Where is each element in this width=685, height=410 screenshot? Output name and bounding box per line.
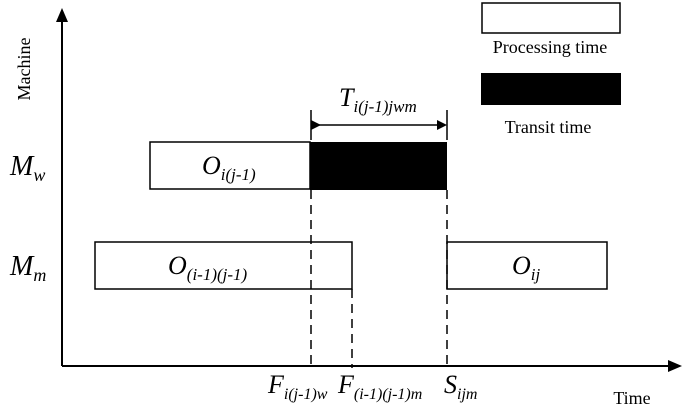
y-axis-label: Machine [14, 38, 34, 101]
x-axis-label: Time [613, 388, 650, 408]
legend-processing-swatch [481, 2, 621, 34]
operation-label-o-im1-jm1: O(i-1)(j-1) [168, 251, 248, 284]
transit-label: Ti(j-1)jwm [339, 83, 417, 116]
operation-label-o-ij: Oij [512, 251, 541, 284]
transit-block [310, 142, 447, 190]
time-mark-f-w: Fi(j-1)w [267, 370, 328, 403]
time-mark-s: Sijm [444, 370, 477, 403]
y-axis-arrow-icon [56, 8, 68, 22]
operation-block-o-im1-jm1 [94, 241, 353, 290]
operation-block-o-i-jm1 [149, 141, 311, 190]
legend-transit-label: Transit time [505, 117, 592, 137]
legend-processing-label: Processing time [493, 37, 608, 57]
operation-label-o-i-jm1: Oi(j-1) [202, 151, 256, 184]
legend-transit-swatch [481, 73, 621, 105]
machine-label-m: Mm [9, 251, 46, 285]
time-mark-f-m: F(i-1)(j-1)m [337, 370, 422, 403]
x-axis-arrow-icon [668, 360, 682, 372]
machine-label-w: Mw [9, 151, 45, 185]
